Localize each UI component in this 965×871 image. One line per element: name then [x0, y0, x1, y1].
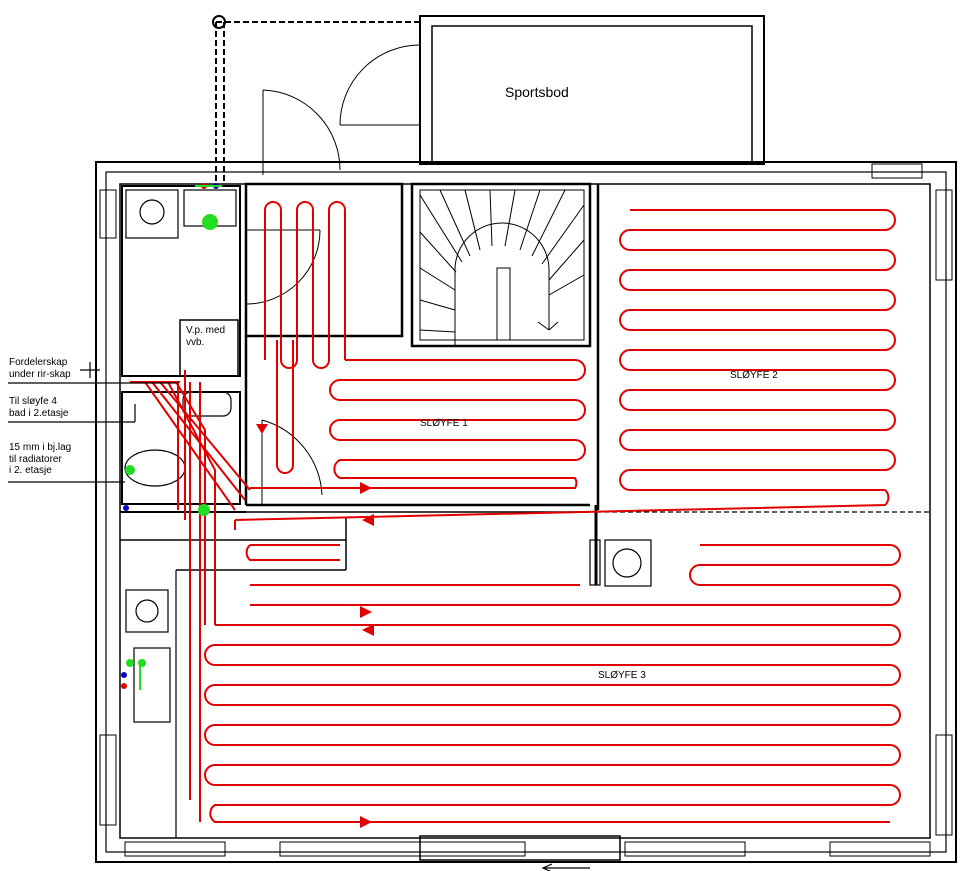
radiatorer-line-2: til radiatorer [9, 453, 62, 465]
arrow-loop2 [362, 514, 374, 526]
equipment-label-vp: V.p. med vvb. [186, 325, 225, 348]
note-sloyfe4: Til sløyfe 4 bad i 2.etasje [9, 396, 69, 419]
loop2 [234, 209, 896, 521]
fordelerskap-line-2: under rir-skap [9, 368, 71, 380]
vp-line-1: V.p. med [186, 325, 226, 336]
note-fordelerskap: Fordelerskap under rir-skap [9, 357, 71, 380]
radiatorer-line-1: 15 mm i bj.lag [9, 442, 72, 453]
arrow-vertical [256, 424, 268, 434]
room-label-sportsbod: Sportsbod [505, 84, 569, 100]
loop3 [204, 520, 901, 823]
doors [212, 15, 421, 505]
loop1-horizontal [250, 359, 586, 489]
arrow-loop3-a [360, 606, 372, 618]
fixtures [124, 189, 652, 723]
arrow-loop1 [360, 482, 372, 494]
walls [95, 15, 957, 863]
sloyfe4-line-2: bad i 2.etasje [9, 407, 69, 419]
leader-lines [8, 362, 590, 871]
manifold-feeds [130, 370, 251, 822]
sloyfe4-line-1: Til sløyfe 4 [9, 396, 57, 407]
arrow-loop3-b [362, 624, 374, 636]
loop-label-3: SLØYFE 3 [598, 670, 646, 681]
radiatorer-line-3: i 2. etasje [9, 465, 52, 476]
flow-arrows [256, 424, 374, 828]
loop1-vertical [264, 201, 346, 369]
markers [121, 183, 222, 690]
heating-pipes [130, 201, 901, 823]
stair [419, 189, 585, 345]
vp-line-2: vvb. [186, 336, 205, 348]
note-radiatorer: 15 mm i bj.lag til radiatorer i 2. etasj… [9, 442, 71, 477]
loop-label-2: SLØYFE 2 [730, 370, 778, 381]
loop-label-1: SLØYFE 1 [420, 418, 468, 429]
fordelerskap-line-1: Fordelerskap [9, 357, 68, 368]
loop1-vertical-lower [276, 340, 294, 474]
arrow-loop3-c [360, 816, 372, 828]
